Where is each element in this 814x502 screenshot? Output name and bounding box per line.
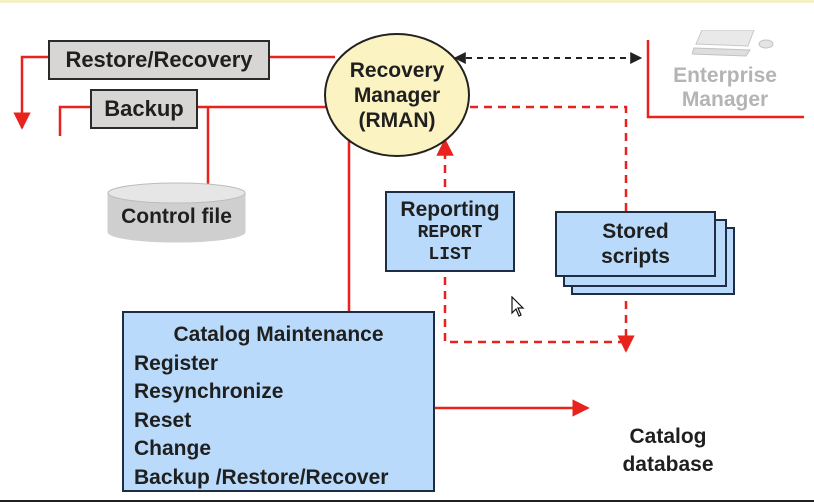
rman-label-line-1: Recovery [349, 58, 445, 82]
em-bracket-line [646, 40, 804, 119]
computer-icon [692, 30, 774, 57]
catalog-item-resynchronize: Resynchronize [134, 380, 284, 403]
stored-scripts-box: Stored scripts [555, 211, 716, 277]
stored-scripts-line-1: Stored [602, 220, 669, 243]
pointer-cursor-icon [511, 296, 525, 317]
em-label-line-2: Manager [681, 88, 769, 111]
control-file-label: Control file [121, 205, 232, 228]
catalog-item-backup-restore-recover: Backup /Restore/Recover [134, 465, 389, 489]
rman-label-line-2: Manager [353, 83, 441, 107]
catalog-database-line-2: database [622, 453, 714, 476]
reporting-box: Reporting REPORT LIST [385, 191, 515, 272]
stored-scripts-line-2: scripts [601, 245, 670, 268]
backup-box: Backup [90, 89, 198, 129]
rman-label-line-3: (RMAN) [358, 108, 436, 132]
rman-node: Recovery Manager (RMAN) [324, 33, 470, 157]
catalog-item-reset: Reset [134, 408, 192, 432]
restore-recovery-label: Restore/Recovery [65, 47, 253, 72]
backup-label: Backup [104, 96, 184, 121]
catalog-item-register: Register [134, 351, 219, 375]
top-border [0, 0, 814, 3]
restore-recovery-box: Restore/Recovery [48, 40, 270, 80]
em-label-line-1: Enterprise [673, 64, 777, 87]
report-command: REPORT [417, 222, 483, 243]
catalog-maintenance-title: Catalog Maintenance [173, 323, 384, 346]
catalog-database-line-1: Catalog [629, 425, 707, 448]
list-command: LIST [428, 244, 472, 265]
restore-left-arrow [13, 55, 48, 130]
database-cylinder-icon [107, 182, 246, 243]
catalog-item-change: Change [134, 437, 212, 460]
backup-left-arrow [58, 105, 90, 136]
reporting-title: Reporting [400, 197, 500, 221]
catalog-maintenance-box: Catalog Maintenance Register Resynchroni… [122, 311, 435, 492]
bottom-border [0, 500, 814, 502]
rman-to-scripts-dashed [470, 105, 635, 353]
catalog-database-label: Catalog database [598, 423, 738, 479]
enterprise-manager-label: Enterprise Manager [655, 64, 795, 112]
